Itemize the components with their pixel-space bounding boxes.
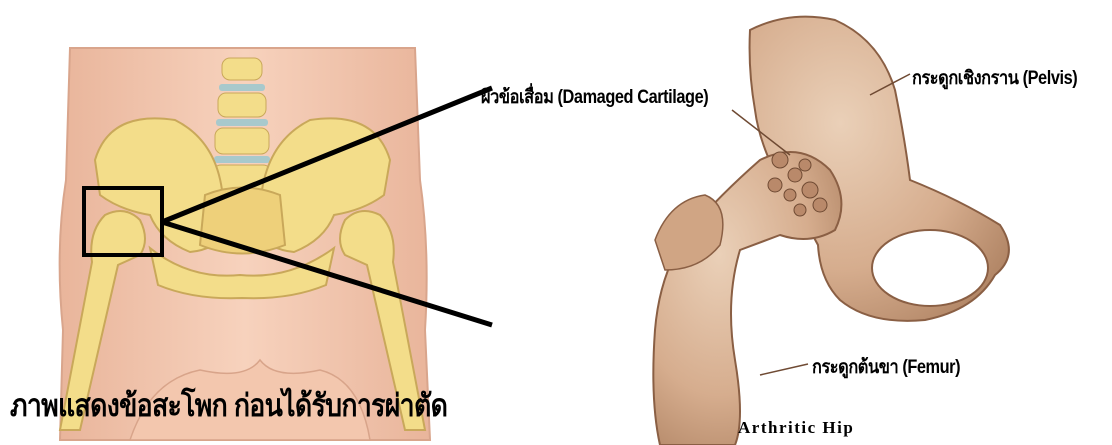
- damaged-cartilage-label: ผิวข้อเสื่อม (Damaged Cartilage): [481, 82, 708, 112]
- obturator-foramen: [872, 230, 988, 306]
- caption-text: ภาพแสดงข้อสะโพก ก่อนได้รับการผ่าตัด: [10, 380, 447, 430]
- pointer-femur: [760, 364, 808, 375]
- pelvis-label: กระดูกเชิงกราน (Pelvis): [912, 63, 1077, 93]
- femur-label: กระดูกต้นขา (Femur): [812, 352, 960, 382]
- arthritic-hip-title: Arthritic Hip: [738, 418, 854, 438]
